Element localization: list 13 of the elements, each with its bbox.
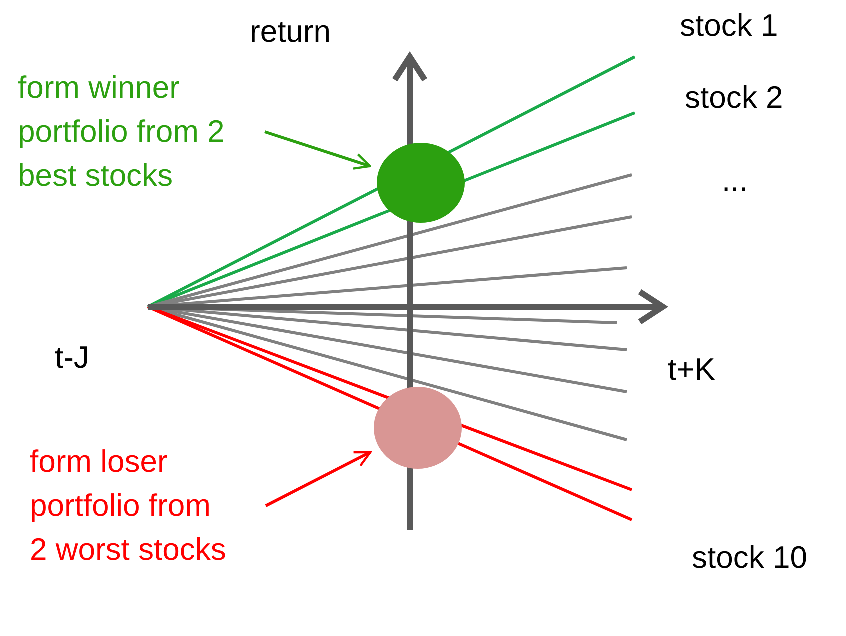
axis-label: t+K bbox=[668, 352, 716, 388]
axis-label: t-J bbox=[55, 340, 90, 376]
series-label: stock 1 bbox=[680, 8, 778, 44]
axis-label: return bbox=[250, 14, 331, 50]
winner-note: form winner portfolio from 2 best stocks bbox=[18, 66, 234, 198]
arrow bbox=[264, 130, 372, 170]
loser-portfolio-marker bbox=[374, 387, 462, 469]
series-label: stock 2 bbox=[685, 80, 784, 116]
series-label: stock 10 bbox=[692, 540, 808, 576]
ellipsis-label: ... bbox=[722, 163, 748, 199]
winner-portfolio-marker bbox=[377, 143, 465, 223]
loser-note: form loser portfolio from 2 worst stocks bbox=[30, 440, 230, 572]
arrow bbox=[265, 451, 372, 508]
